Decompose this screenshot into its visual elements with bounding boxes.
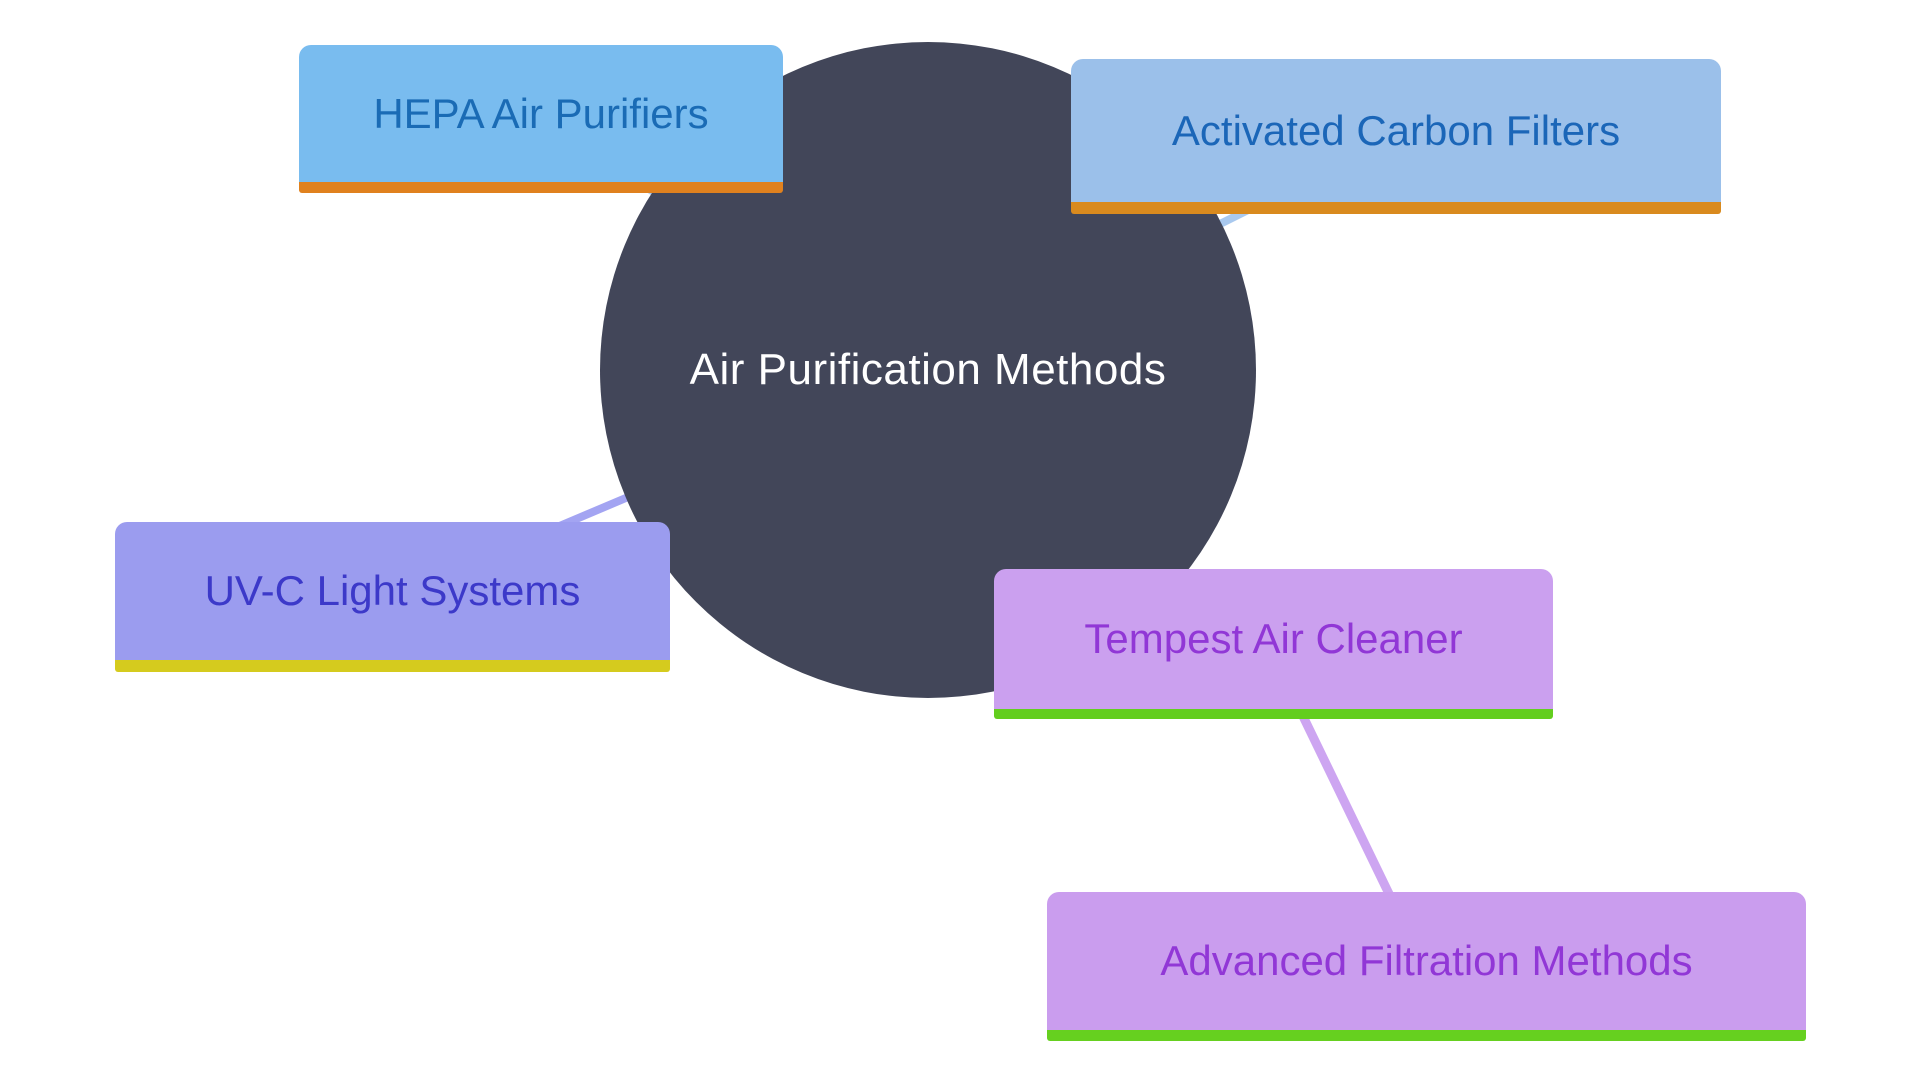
node-uvc-light-systems: UV-C Light Systems: [115, 522, 670, 672]
node-activated-carbon-filters: Activated Carbon Filters: [1071, 59, 1721, 214]
node-hepa-air-purifiers: HEPA Air Purifiers: [299, 45, 783, 193]
node-label-advanced-filtration-methods: Advanced Filtration Methods: [1160, 937, 1693, 984]
edge-tempest-to-advanced-filtration: [1295, 708, 1397, 902]
node-label-activated-carbon-filters: Activated Carbon Filters: [1171, 106, 1621, 154]
node-tempest-air-cleaner: Tempest Air Cleaner: [994, 569, 1553, 719]
center-node-label: Air Purification Methods: [689, 345, 1167, 394]
node-label-uvc-light-systems: UV-C Light Systems: [204, 567, 581, 614]
node-advanced-filtration-methods: Advanced Filtration Methods: [1047, 892, 1806, 1041]
node-label-hepa-air-purifiers: HEPA Air Purifiers: [373, 89, 709, 137]
node-label-tempest-air-cleaner: Tempest Air Cleaner: [1084, 615, 1463, 662]
